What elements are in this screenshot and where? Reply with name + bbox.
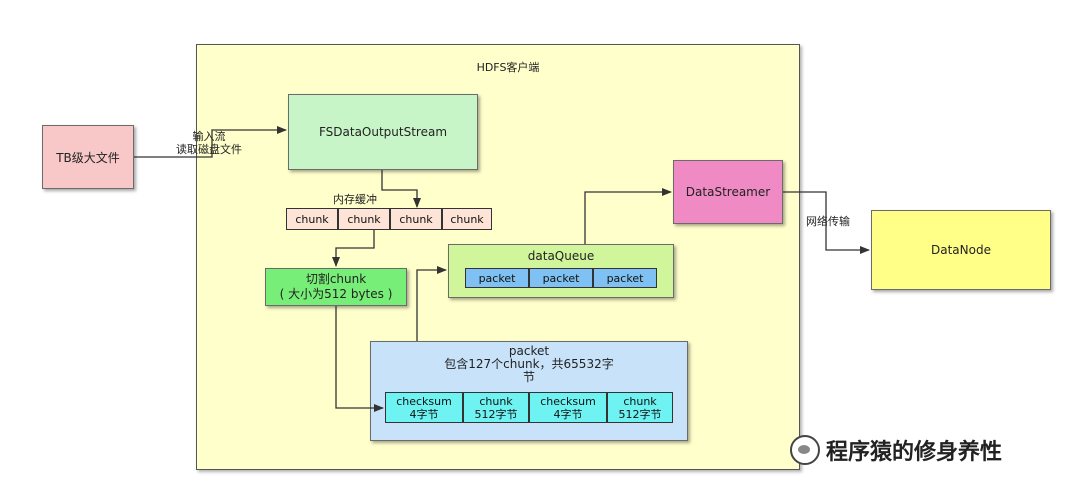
queue-packet-cell: packet — [593, 268, 657, 288]
arrow-file-to-stream — [134, 126, 287, 158]
fs-data-output-stream-box: FSDataOutputStream — [288, 94, 478, 170]
arrow-packet-to-queue — [416, 266, 447, 341]
packet-cell-line2: 4字节 — [553, 407, 583, 421]
packet-cell-line1: checksum — [540, 394, 596, 408]
arrow-split-to-packet — [335, 306, 384, 412]
arrow-streamer-to-datanode — [783, 191, 870, 254]
packet-desc-line1: 包含127个chunk，共65532字 — [444, 357, 614, 371]
packet-checksum-cell: checksum 4字节 — [385, 392, 463, 423]
packet-cell-line1: chunk — [479, 394, 513, 408]
wechat-logo-icon — [790, 435, 820, 465]
arrow-stream-to-buffer — [381, 170, 421, 208]
data-queue-label: dataQueue — [527, 249, 595, 263]
arrow-buffer-to-split — [332, 230, 375, 267]
packet-title: packet — [508, 344, 550, 358]
packet-cell-line2: 4字节 — [409, 407, 439, 421]
buffer-chunk-cell: chunk — [442, 208, 492, 230]
data-streamer-label: DataStreamer — [685, 185, 771, 199]
split-chunk-line2: ( 大小为512 bytes ) — [279, 287, 393, 301]
packet-checksum-cell: checksum 4字节 — [529, 392, 607, 423]
fs-data-output-stream-label: FSDataOutputStream — [318, 125, 448, 139]
data-streamer-box: DataStreamer — [673, 160, 783, 224]
data-node-label: DataNode — [931, 243, 991, 257]
watermark: 程序猿的修身养性 — [790, 432, 1060, 468]
data-node-box: DataNode — [871, 210, 1051, 290]
hdfs-client-label: HDFS客户端 — [476, 61, 540, 74]
packet-cell-line1: chunk — [623, 394, 657, 408]
input-stream-label: 输入流 读取磁盘文件 — [168, 130, 250, 156]
input-stream-line1: 输入流 — [192, 130, 226, 143]
packet-box: packet 包含127个chunk，共65532字 节 — [370, 341, 688, 441]
packet-chunk-cell: chunk 512字节 — [463, 392, 529, 423]
tb-file-box: TB级大文件 — [42, 125, 134, 189]
watermark-text: 程序猿的修身养性 — [826, 440, 1003, 465]
packet-cell-line1: checksum — [396, 394, 452, 408]
tb-file-label: TB级大文件 — [56, 150, 120, 165]
packet-chunk-cell: chunk 512字节 — [607, 392, 673, 423]
arrow-queue-to-streamer — [584, 188, 672, 244]
memory-buffer-label: 内存缓冲 — [333, 193, 377, 206]
buffer-chunk-cell: chunk — [338, 208, 390, 230]
buffer-chunk-cell: chunk — [390, 208, 442, 230]
packet-desc-line2: 节 — [522, 370, 535, 384]
packet-cell-line2: 512字节 — [474, 407, 518, 421]
queue-packet-cell: packet — [529, 268, 593, 288]
packet-cell-line2: 512字节 — [618, 407, 662, 421]
input-stream-line2: 读取磁盘文件 — [176, 143, 242, 156]
buffer-chunk-cell: chunk — [286, 208, 338, 230]
network-transfer-label: 网络传输 — [806, 215, 850, 228]
split-chunk-line1: 切割chunk — [305, 272, 367, 286]
split-chunk-box: 切割chunk ( 大小为512 bytes ) — [265, 268, 407, 306]
queue-packet-cell: packet — [465, 268, 529, 288]
